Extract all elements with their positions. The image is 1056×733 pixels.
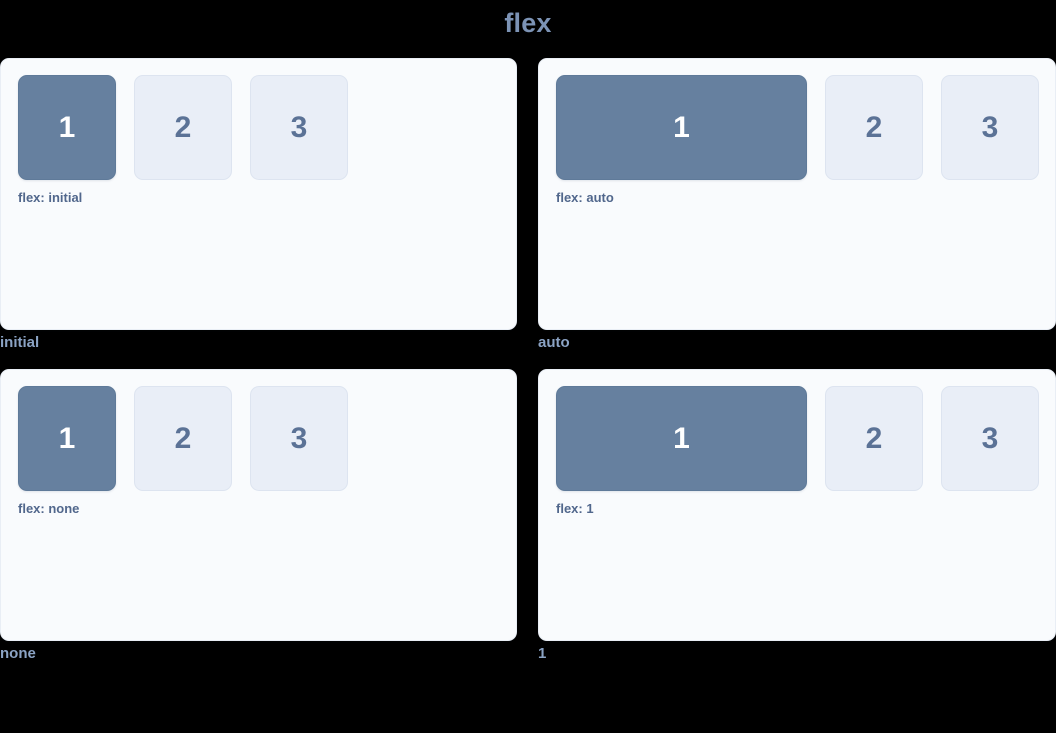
- demo-one: 1 2 3 flex: 1 1: [528, 369, 1056, 664]
- page-title: flex: [504, 8, 552, 38]
- demo-auto: 1 2 3 flex: auto auto: [528, 58, 1056, 353]
- demo-initial: 1 2 3 flex: initial initial: [0, 58, 528, 353]
- flex-item-3: 3: [941, 75, 1039, 180]
- demo-none: 1 2 3 flex: none none: [0, 369, 528, 664]
- demo-card-one: 1 2 3 flex: 1: [538, 369, 1056, 641]
- demo-label-none: none: [0, 645, 36, 662]
- demo-caption: flex: none: [18, 501, 80, 516]
- flex-container-initial: 1 2 3: [18, 75, 500, 180]
- flex-item-2: 2: [134, 386, 232, 491]
- flex-container-one: 1 2 3: [556, 386, 1039, 491]
- flex-container-none: 1 2 3: [18, 386, 500, 491]
- demo-caption: flex: initial: [18, 190, 83, 205]
- demo-card-initial: 1 2 3 flex: initial: [0, 58, 517, 330]
- demo-caption: flex: auto: [556, 190, 614, 205]
- demo-caption: flex: 1: [556, 501, 594, 516]
- flex-item-1: 1: [556, 75, 807, 180]
- flex-item-1: 1: [18, 386, 116, 491]
- flex-item-3: 3: [250, 386, 348, 491]
- demo-card-auto: 1 2 3 flex: auto: [538, 58, 1056, 330]
- flex-item-3: 3: [941, 386, 1039, 491]
- demo-label-initial: initial: [0, 334, 40, 351]
- demo-label-one: 1: [538, 645, 547, 662]
- flex-item-2: 2: [134, 75, 232, 180]
- flex-item-3: 3: [250, 75, 348, 180]
- flex-item-1: 1: [18, 75, 116, 180]
- demo-label-auto: auto: [538, 334, 570, 351]
- flex-item-1: 1: [556, 386, 807, 491]
- flex-item-2: 2: [825, 386, 923, 491]
- demo-card-none: 1 2 3 flex: none: [0, 369, 517, 641]
- flex-container-auto: 1 2 3: [556, 75, 1039, 180]
- demo-grid: 1 2 3 flex: initial initial 1 2 3 flex: …: [0, 58, 1056, 680]
- flex-item-2: 2: [825, 75, 923, 180]
